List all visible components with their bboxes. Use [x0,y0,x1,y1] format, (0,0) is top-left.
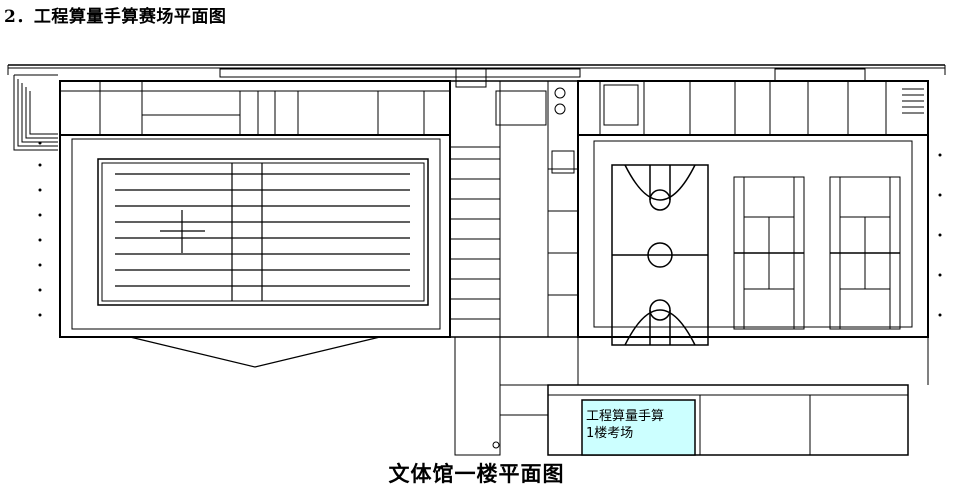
site-boundary [7,64,946,88]
exam-room-label-line2: 1楼考场 [586,426,634,441]
structural-columns [38,141,942,317]
basketball-court [611,164,709,346]
exam-room-highlight [581,399,696,456]
page-title: 2．工程算量手算赛场平面图 [4,7,227,27]
lower-wing [454,336,929,456]
plan-caption: 文体馆一楼平面图 [388,461,565,486]
left-stair [13,74,58,151]
natatorium [59,80,451,368]
gymnasium [577,80,929,338]
floor-plan [7,64,946,456]
central-core [449,80,579,338]
exam-room-label: 工程算量手算 1楼考场 [586,408,690,442]
tennis-court [829,176,901,330]
tennis-court [733,176,805,330]
exam-room-label-line1: 工程算量手算 [586,409,665,424]
pool-lanes [115,163,410,301]
